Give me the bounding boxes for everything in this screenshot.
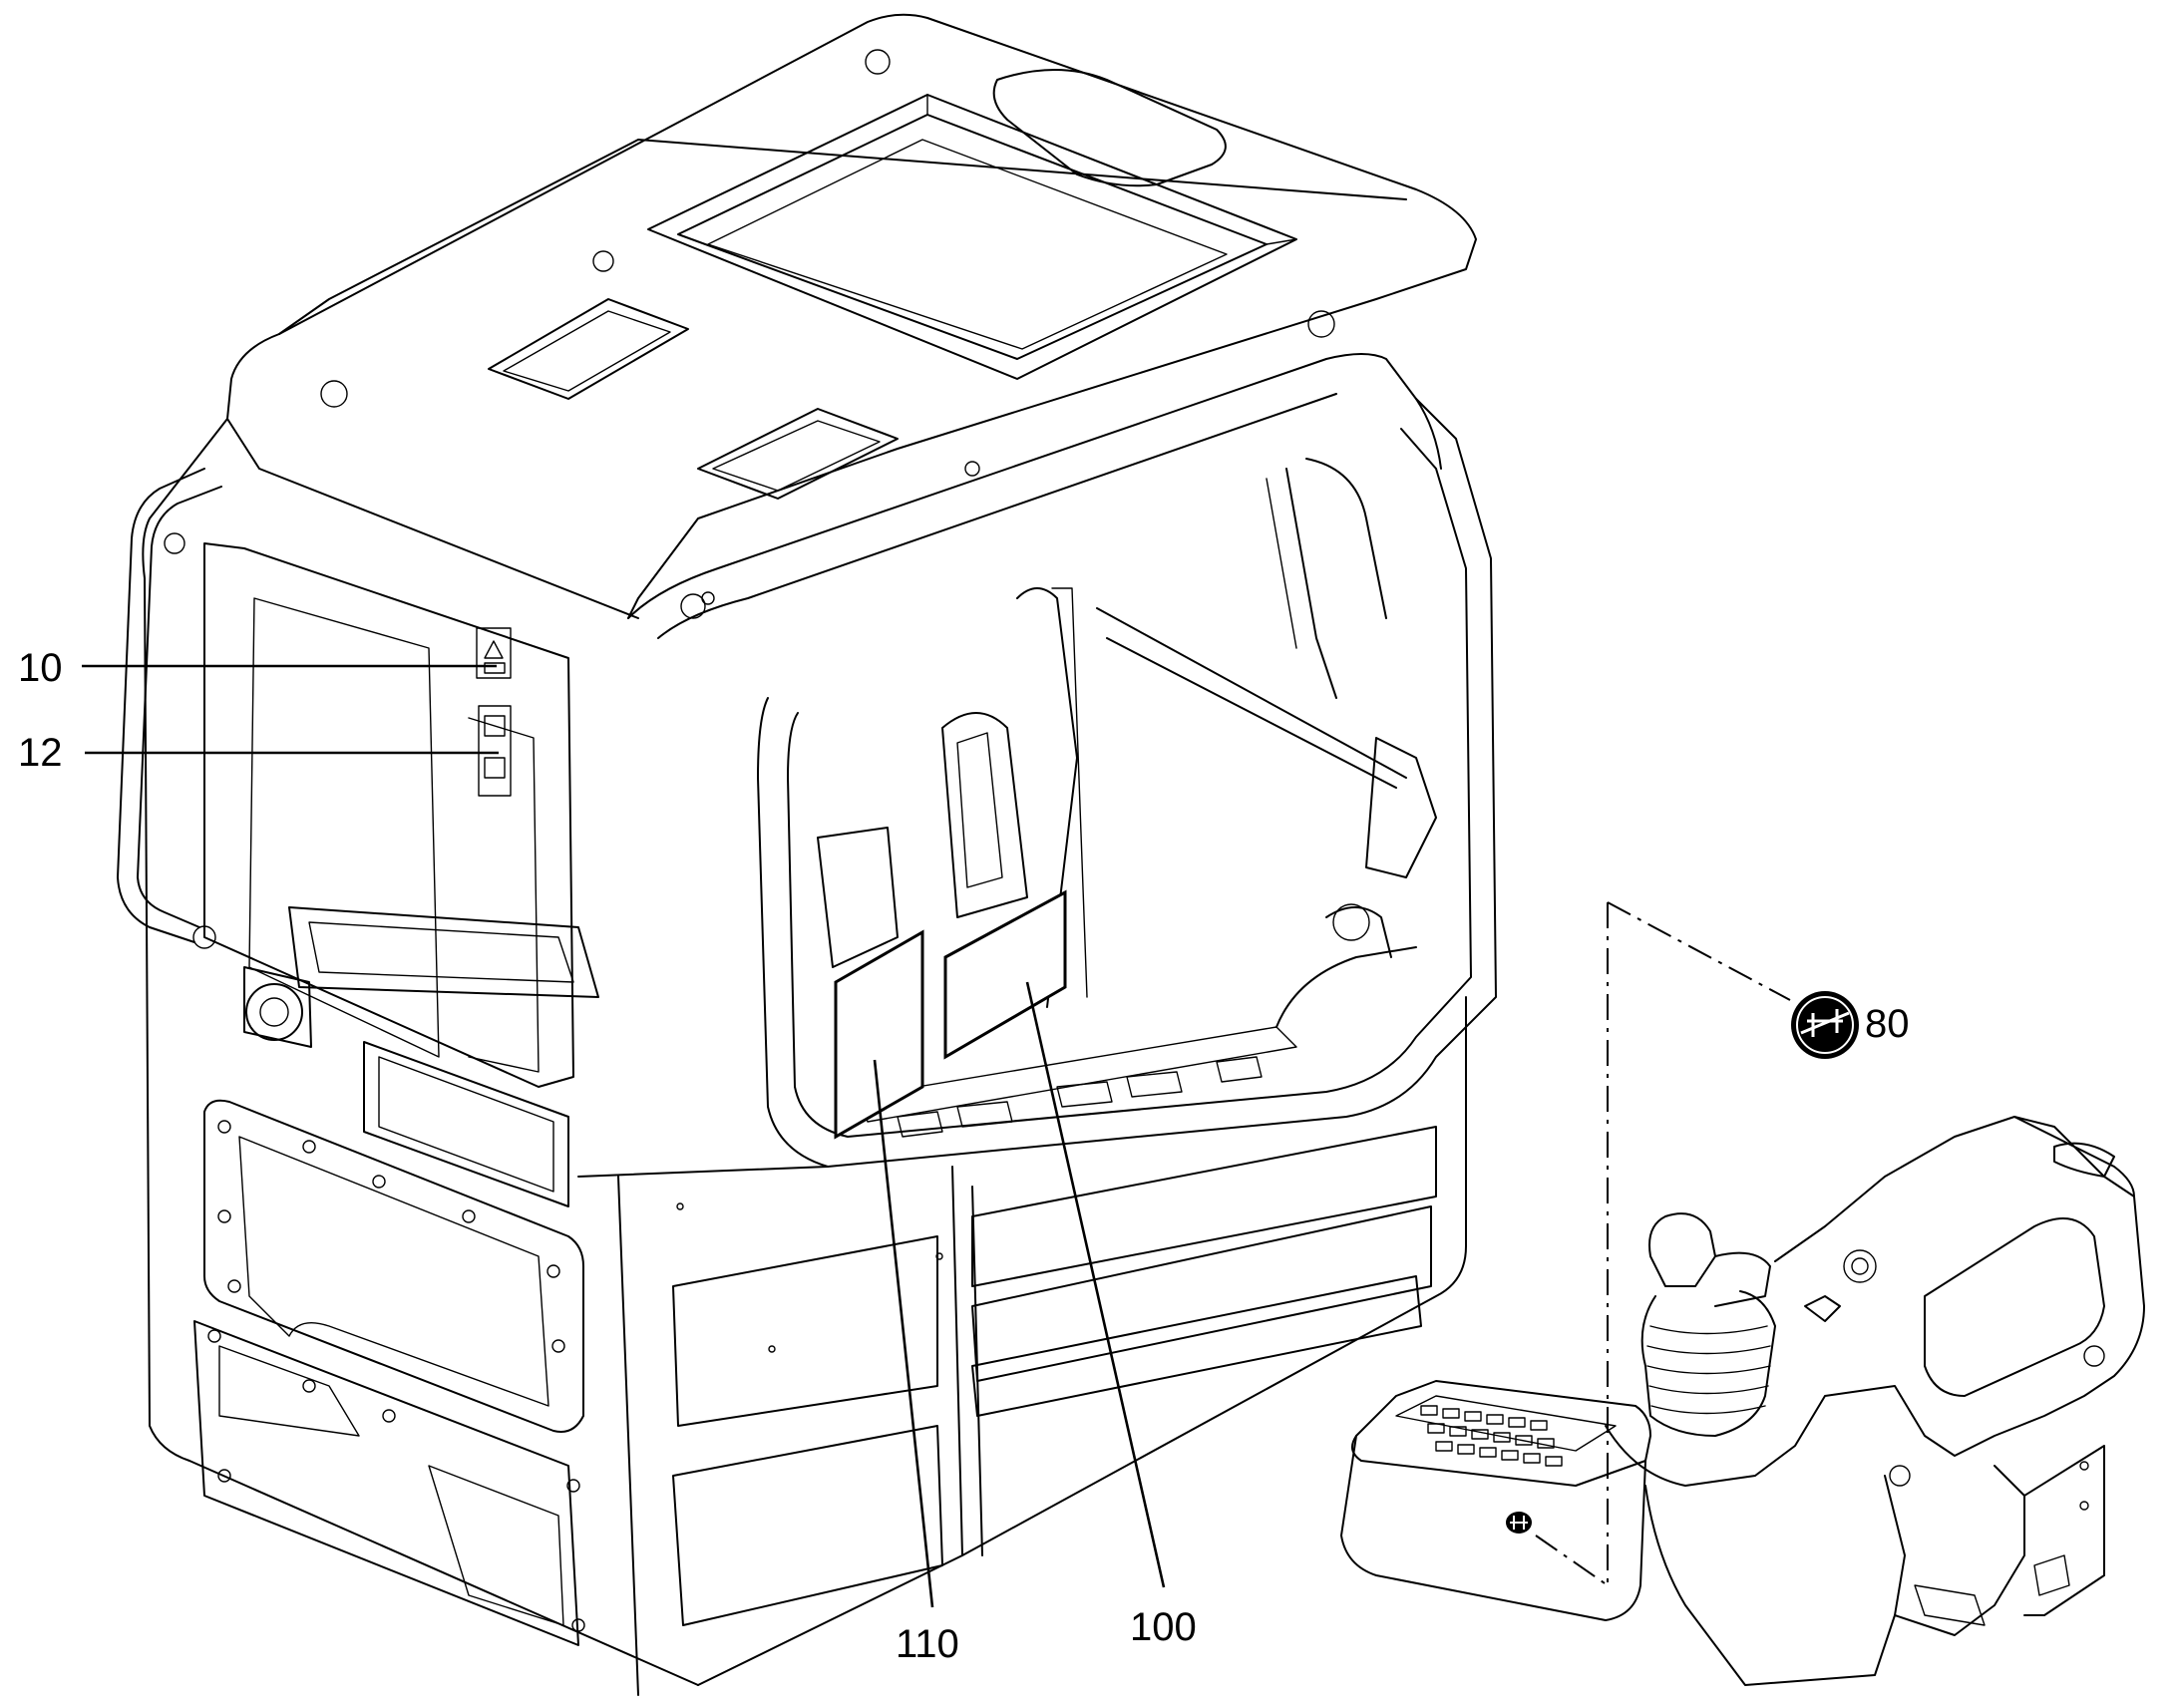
operator-cab <box>117 13 1497 1696</box>
callout-10: 10 <box>18 646 63 690</box>
decal-100 <box>943 889 1067 1060</box>
leader-100 <box>1025 981 1166 1588</box>
callout-12: 12 <box>18 731 63 775</box>
keypad-buttons <box>1420 1405 1563 1467</box>
callout-110: 110 <box>896 1622 959 1666</box>
reference-lines <box>1535 901 1791 1586</box>
callout-100: 100 <box>1130 1605 1197 1649</box>
leader-lines <box>82 664 1166 1608</box>
decal-80 <box>1791 991 1859 1059</box>
leader-110 <box>873 1059 934 1608</box>
decal-110 <box>834 929 924 1140</box>
callout-80: 80 <box>1865 1002 1910 1046</box>
control-console <box>1340 1116 2145 1686</box>
